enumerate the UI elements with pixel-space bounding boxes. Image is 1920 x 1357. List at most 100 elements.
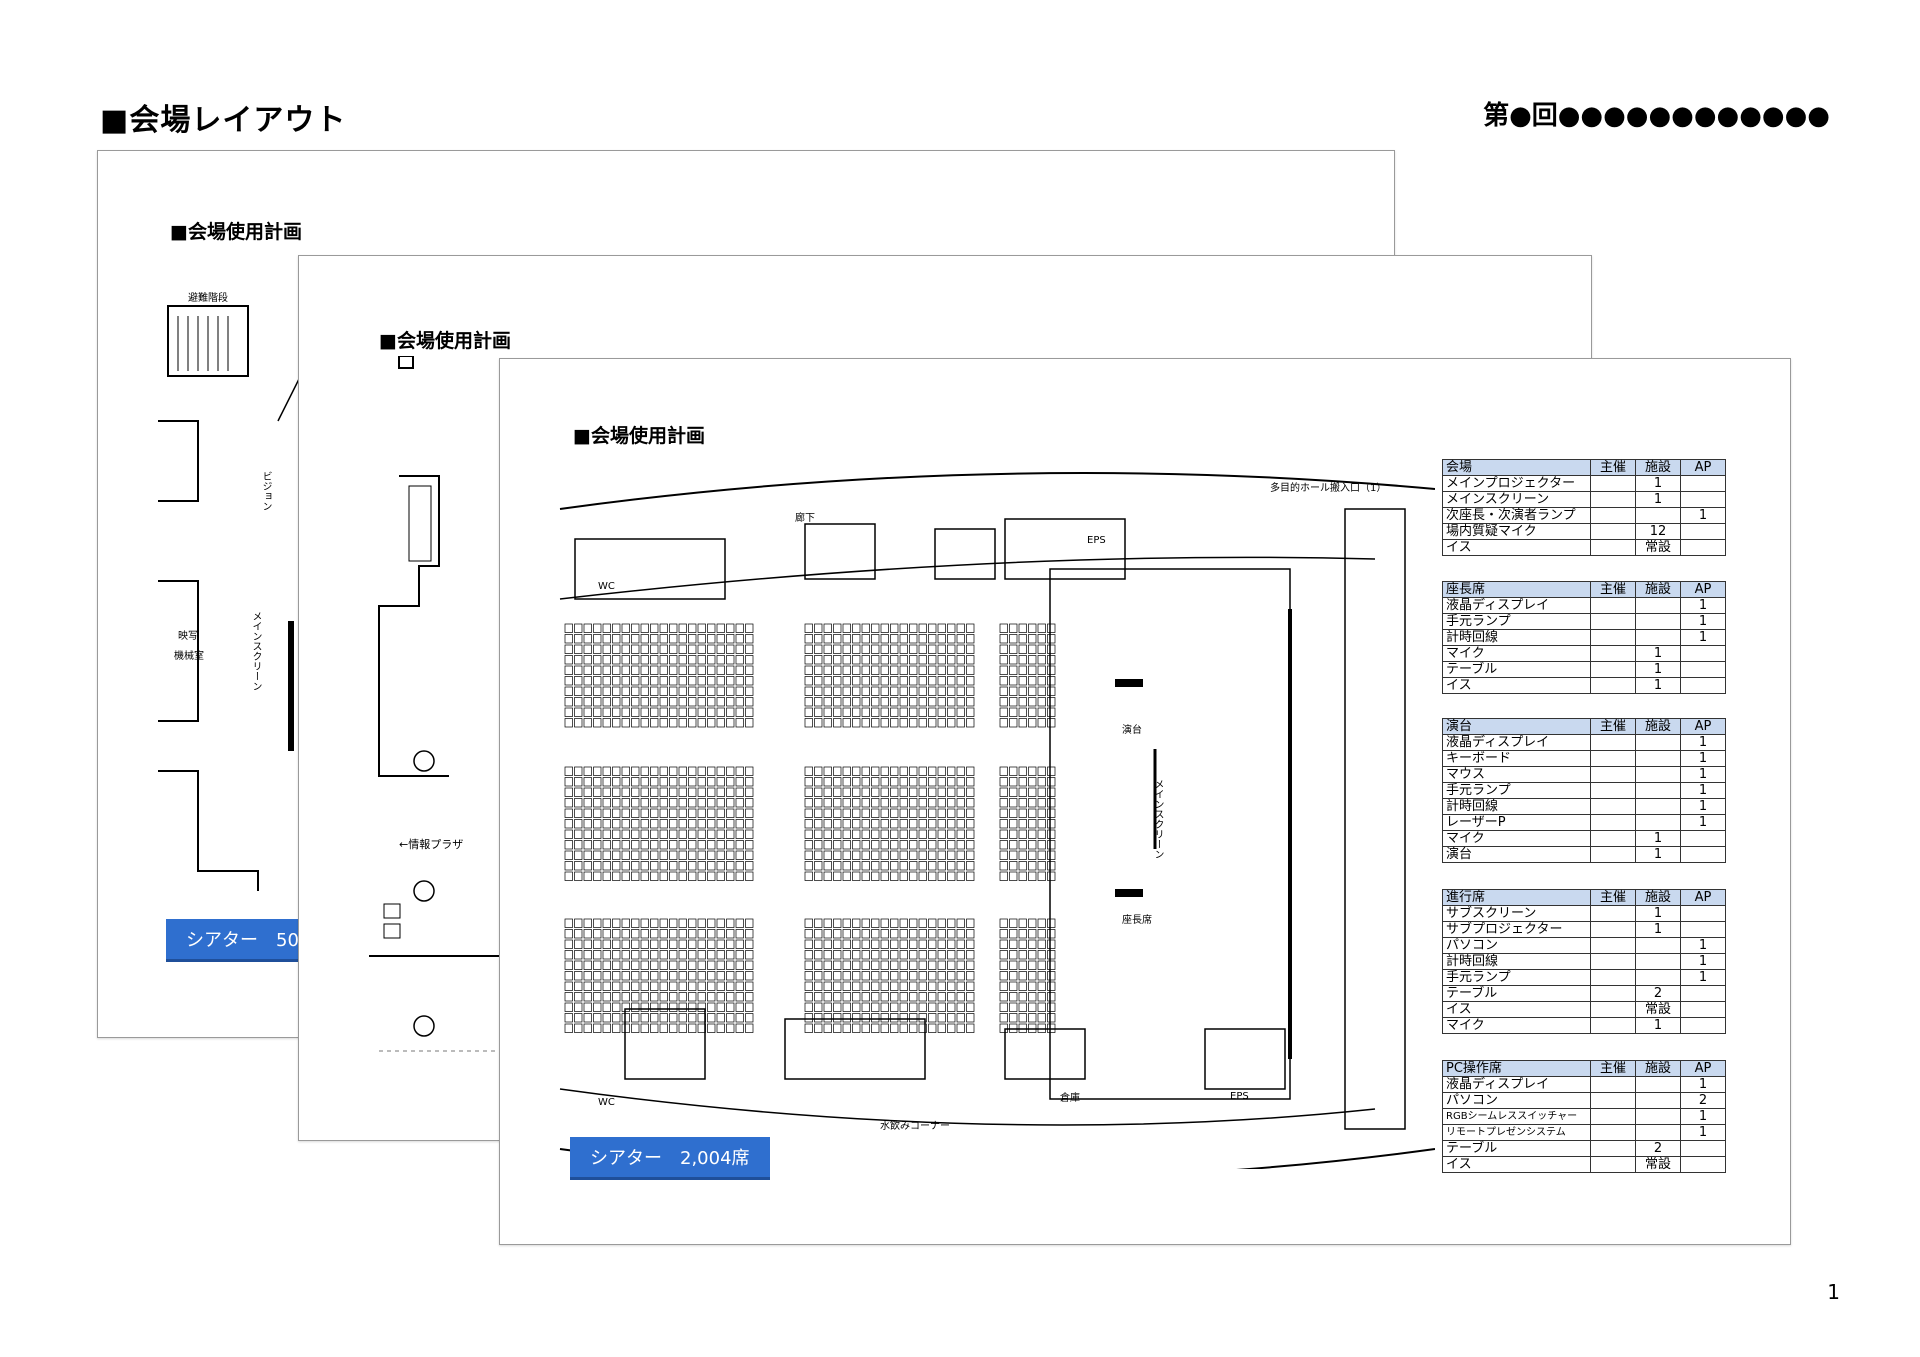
seat [697, 992, 706, 1002]
seat [697, 939, 706, 949]
seat [1009, 777, 1018, 787]
seat [659, 1002, 668, 1012]
equipment-count [1635, 1076, 1681, 1093]
seat [1018, 676, 1027, 686]
seat [909, 1002, 918, 1012]
seat [640, 950, 649, 960]
seat [966, 1002, 975, 1012]
seat [621, 644, 630, 654]
seat [678, 686, 687, 696]
seat [804, 676, 813, 686]
seat [852, 697, 861, 707]
equipment-name: マウス [1442, 766, 1591, 783]
seat [574, 1002, 583, 1012]
seat [697, 971, 706, 981]
seat [909, 787, 918, 797]
seat [726, 1002, 735, 1012]
seat [928, 808, 937, 818]
equipment-count: 1 [1680, 969, 1726, 986]
seat [909, 819, 918, 829]
seat [669, 718, 678, 728]
seat [1047, 707, 1056, 717]
seat [899, 644, 908, 654]
equipment-count [1635, 937, 1681, 954]
seat [899, 939, 908, 949]
seat [1009, 992, 1018, 1002]
seat [678, 1002, 687, 1012]
seat [899, 850, 908, 860]
seat [928, 676, 937, 686]
seat [659, 840, 668, 850]
equipment-count [1590, 491, 1636, 508]
seat [804, 718, 813, 728]
seat [918, 939, 927, 949]
seat [564, 819, 573, 829]
seat [640, 777, 649, 787]
seat [804, 850, 813, 860]
seat [735, 971, 744, 981]
equipment-count [1635, 766, 1681, 783]
seat [909, 950, 918, 960]
seat [814, 707, 823, 717]
seat [937, 929, 946, 939]
floor-plan-fragment [369, 356, 499, 1052]
equipment-name: テーブル [1442, 661, 1591, 678]
seat [1047, 787, 1056, 797]
seat [583, 1002, 592, 1012]
page-number: 1 [1827, 1280, 1840, 1304]
seat [564, 971, 573, 981]
seat [852, 819, 861, 829]
seat [574, 686, 583, 696]
seat [688, 634, 697, 644]
seat [735, 634, 744, 644]
seat [890, 950, 899, 960]
seat [735, 665, 744, 675]
corridor-label: 廊下 [795, 513, 815, 524]
seat [928, 798, 937, 808]
seat [890, 871, 899, 881]
seat [583, 1013, 592, 1023]
seat [918, 850, 927, 860]
seat [999, 829, 1008, 839]
seat [602, 861, 611, 871]
page-title: ■会場レイアウト [100, 103, 347, 138]
seat [688, 808, 697, 818]
seat [574, 950, 583, 960]
seat [1028, 697, 1037, 707]
equipment-count [1590, 523, 1636, 540]
equipment-count [1635, 507, 1681, 524]
seat [659, 960, 668, 970]
seat [602, 787, 611, 797]
seat [909, 960, 918, 970]
seat [804, 819, 813, 829]
seat [909, 766, 918, 776]
seat [631, 787, 640, 797]
seat [823, 950, 832, 960]
seat [999, 665, 1008, 675]
seat [833, 1002, 842, 1012]
seat [937, 829, 946, 839]
seat [678, 707, 687, 717]
seat [833, 992, 842, 1002]
seat [688, 861, 697, 871]
seat [842, 644, 851, 654]
seat [823, 971, 832, 981]
seat [678, 918, 687, 928]
seat [602, 850, 611, 860]
seat [804, 787, 813, 797]
seat [688, 676, 697, 686]
seat [999, 766, 1008, 776]
seat [621, 939, 630, 949]
seat [574, 819, 583, 829]
seat [909, 686, 918, 696]
seat [707, 787, 716, 797]
seat [956, 718, 965, 728]
seat [871, 766, 880, 776]
seat [669, 644, 678, 654]
seat [640, 929, 649, 939]
seat [707, 766, 716, 776]
